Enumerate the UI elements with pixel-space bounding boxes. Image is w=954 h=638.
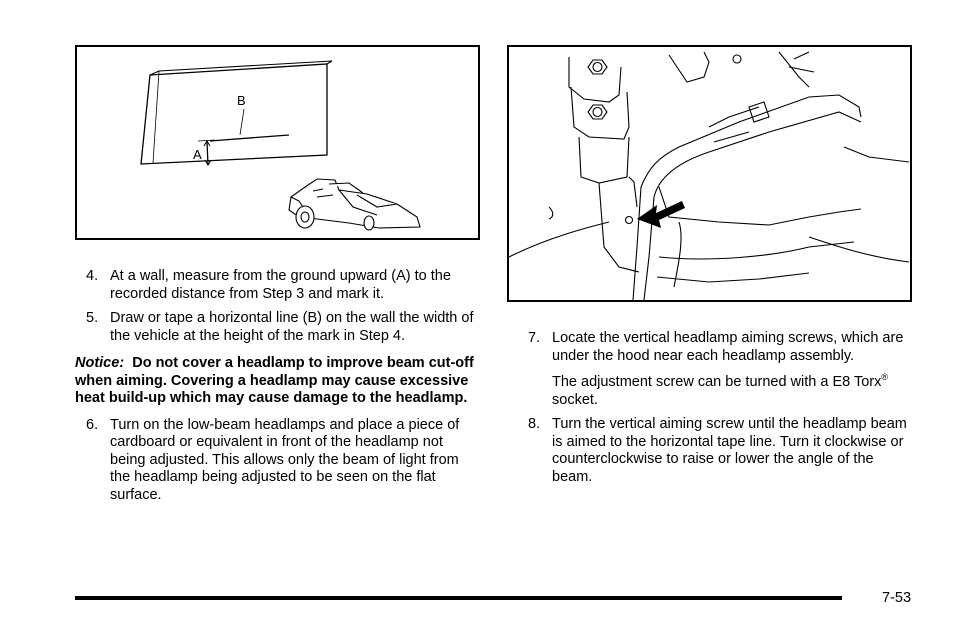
label-b: B bbox=[237, 93, 246, 108]
wall-measurement-illustration: B A bbox=[75, 45, 480, 240]
page-number: 7-53 bbox=[882, 590, 912, 606]
step-8: 8. Turn the vertical aiming screw until … bbox=[517, 416, 917, 486]
headlamp-drawing bbox=[508, 51, 910, 301]
vehicle-drawing bbox=[288, 178, 421, 231]
step-number: 6. bbox=[86, 416, 99, 433]
notice-paragraph: Notice: Do not cover a headlamp to impro… bbox=[75, 355, 475, 408]
step-7: 7. Locate the vertical headlamp aiming s… bbox=[517, 330, 917, 365]
step-number: 5. bbox=[86, 310, 99, 326]
step-number: 8. bbox=[528, 416, 541, 432]
step-text: Locate the vertical headlamp aiming scre… bbox=[552, 330, 904, 364]
notice-text: Do not cover a headlamp to improve beam … bbox=[75, 355, 474, 406]
headlamp-aiming-screw-illustration bbox=[507, 45, 912, 302]
step-6: 6. Turn on the low-beam headlamps and pl… bbox=[75, 417, 475, 505]
step-number: 7. bbox=[528, 330, 541, 346]
left-text-column: 4. At a wall, measure from the ground up… bbox=[75, 268, 475, 511]
registered-mark: ® bbox=[881, 372, 889, 382]
step-5: 5. Draw or tape a horizontal line (B) on… bbox=[75, 310, 475, 345]
wall-measurement-drawing: B A bbox=[140, 60, 421, 231]
step-text: Draw or tape a horizontal line (B) on th… bbox=[110, 310, 474, 344]
notice-label: Notice: bbox=[75, 355, 125, 371]
step-text: Turn on the low-beam headlamps and place… bbox=[110, 416, 460, 503]
step-4: 4. At a wall, measure from the ground up… bbox=[75, 268, 475, 303]
step-number: 4. bbox=[86, 268, 99, 284]
note-text: The adjustment screw can be turned with … bbox=[552, 374, 882, 390]
step-text: Turn the vertical aiming screw until the… bbox=[552, 416, 907, 485]
label-a: A bbox=[193, 147, 202, 162]
footer-rule bbox=[75, 596, 842, 600]
aiming-screw-arrow bbox=[637, 201, 685, 228]
step-7-note: The adjustment screw can be turned with … bbox=[517, 372, 917, 409]
right-text-column: 7. Locate the vertical headlamp aiming s… bbox=[517, 330, 917, 493]
note-text-end: socket. bbox=[552, 391, 598, 408]
step-text: At a wall, measure from the ground upwar… bbox=[110, 268, 451, 302]
